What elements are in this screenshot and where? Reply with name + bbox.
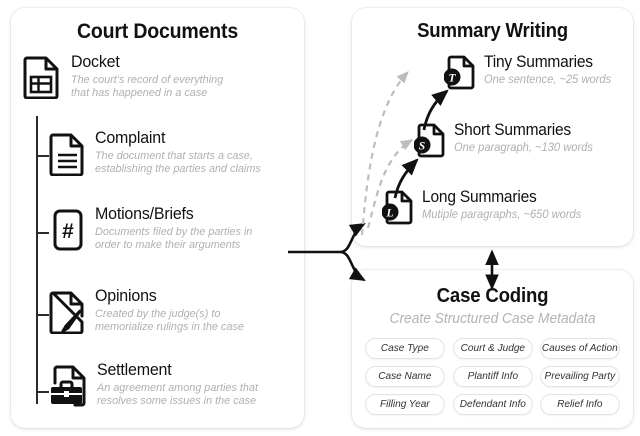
list-item-tiny-summaries[interactable]: T Tiny Summaries One sentence, ~25 words [443,53,616,90]
court-documents-panel: Court Documents Docket The court's recor… [11,8,304,428]
list-item-desc: The court's record of everything that ha… [71,74,224,99]
document-badge-t-icon: T [443,55,476,96]
tree-branch-complaint [36,155,49,157]
chip-case-type[interactable]: Case Type [365,338,445,359]
document-badge-l-icon: L [381,190,414,231]
case-coding-chip-grid: Case Type Court & Judge Causes of Action… [364,338,621,415]
svg-text:S: S [419,141,425,153]
document-badge-s-icon: S [413,123,446,164]
list-item-title: Motions/Briefs [95,204,194,223]
tree-branch-motions [36,232,49,234]
list-item-motions-briefs[interactable]: # Motions/Briefs Documents filed by the … [49,204,259,251]
list-item-desc: Mutiple paragraphs, ~650 words [422,208,582,221]
case-coding-subtitle: Create Structured Case Metadata [389,311,596,327]
list-item-title: Short Summaries [454,121,572,139]
list-item-desc: Documents filed by the parties in order … [95,226,253,251]
list-item-opinions[interactable]: Opinions Created by the judge(s) to memo… [49,286,250,335]
case-coding-title: Case Coding [436,285,549,307]
list-item-desc: An agreement among parties that resolves… [97,382,258,407]
list-item-title: Complaint [95,128,166,147]
document-pen-icon [49,290,85,339]
list-item-desc: Created by the judge(s) to memorialize r… [95,308,244,333]
chip-plantiff-info[interactable]: Plantiff Info [452,366,533,387]
tree-branch-opinions [36,314,49,316]
summary-writing-panel: Summary Writing T Tiny Summaries One sen… [352,8,633,246]
chip-relief-info[interactable]: Relief Info [540,394,620,415]
list-item-desc: The document that starts a case, establi… [95,150,261,175]
chip-causes-of-action[interactable]: Causes of Action [540,338,620,359]
tree-vertical-line [36,116,38,404]
list-item-title: Opinions [95,286,157,305]
document-table-icon [23,55,61,104]
list-item-short-summaries[interactable]: S Short Summaries One paragraph, ~130 wo… [413,121,599,158]
chip-case-name[interactable]: Case Name [365,366,445,387]
tree-branch-settlement [36,391,49,393]
case-coding-panel: Case Coding Create Structured Case Metad… [352,270,633,428]
svg-text:#: # [62,220,74,243]
list-item-desc: One sentence, ~25 words [484,73,612,86]
chip-prevailing-party[interactable]: Prevailing Party [540,366,620,387]
list-item-docket[interactable]: Docket The court's record of everything … [23,52,230,100]
list-item-settlement[interactable]: Settlement An agreement among parties th… [49,360,265,407]
list-item-title: Long Summaries [422,188,537,206]
list-item-title: Settlement [97,360,172,379]
court-documents-title: Court Documents [76,20,239,43]
svg-text:L: L [385,208,393,220]
document-briefcase-icon [49,363,89,416]
list-item-complaint[interactable]: Complaint The document that starts a cas… [49,128,268,177]
chip-filling-year[interactable]: Filling Year [365,394,445,415]
list-item-long-summaries[interactable]: L Long Summaries Mutiple paragraphs, ~65… [381,188,588,225]
svg-text:T: T [448,73,456,85]
document-lines-icon [49,132,85,181]
chip-defendant-info[interactable]: Defendant Info [452,394,533,415]
list-item-desc: One paragraph, ~130 words [454,141,593,154]
chip-court-and-judge[interactable]: Court & Judge [452,338,533,359]
list-item-title: Tiny Summaries [484,53,593,71]
document-hash-icon: # [51,208,85,257]
list-item-title: Docket [71,52,120,71]
summary-writing-title: Summary Writing [417,20,568,42]
